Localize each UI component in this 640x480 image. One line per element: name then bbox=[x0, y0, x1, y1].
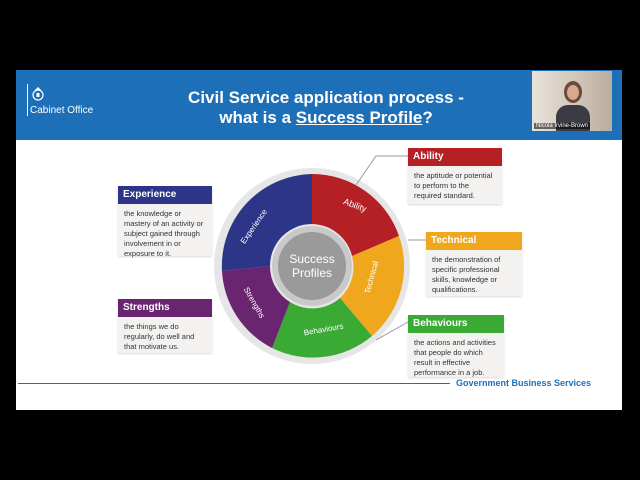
title-prefix: what is a bbox=[219, 108, 296, 127]
segment-technical bbox=[340, 236, 405, 336]
cabinet-office-logo: Cabinet Office bbox=[30, 86, 93, 116]
center-label-1: Success bbox=[289, 252, 334, 266]
strengths-card-text: the things we do regularly, do well and … bbox=[124, 322, 195, 351]
wheel-segments bbox=[221, 174, 405, 358]
title-link: Success Profile bbox=[295, 108, 423, 127]
logo-divider bbox=[27, 84, 28, 116]
experience-card-title: Experience bbox=[118, 186, 212, 204]
royal-crest-icon bbox=[32, 87, 44, 101]
segment-experience bbox=[221, 174, 312, 271]
participant-video-tile[interactable]: Nicola Irvine-Brown bbox=[532, 71, 612, 131]
org-name: Cabinet Office bbox=[30, 105, 94, 116]
experience-card: Experience the knowledge or mastery of a… bbox=[118, 186, 212, 258]
technical-card-text: the demonstration of specific profession… bbox=[432, 255, 501, 294]
technical-card: Technical the demonstration of specific … bbox=[426, 232, 522, 296]
title-line-2: what is a Success Profile? bbox=[156, 108, 496, 128]
footer-label: Government Business Services bbox=[456, 378, 592, 388]
strengths-card-title: Strengths bbox=[118, 299, 212, 317]
title-suffix: ? bbox=[422, 108, 433, 127]
footer-rule bbox=[18, 383, 450, 384]
ability-card: Ability the aptitude or potential to per… bbox=[408, 148, 502, 204]
behaviours-card-title: Behaviours bbox=[408, 315, 504, 333]
title-line-1: Civil Service application process - bbox=[188, 88, 464, 107]
segment-ability bbox=[312, 174, 399, 256]
strengths-card: Strengths the things we do regularly, do… bbox=[118, 299, 212, 353]
success-profiles-wheel: Success Profiles Ability Technical Behav… bbox=[214, 168, 410, 364]
slide-title: Civil Service application process - what… bbox=[156, 88, 496, 128]
technical-card-title: Technical bbox=[426, 232, 522, 250]
segment-behaviours bbox=[272, 298, 372, 358]
ability-card-title: Ability bbox=[408, 148, 502, 166]
presentation-slide: Cabinet Office Civil Service application… bbox=[16, 70, 622, 410]
center-label-2: Profiles bbox=[292, 266, 332, 280]
experience-card-text: the knowledge or mastery of an activity … bbox=[124, 209, 204, 258]
segment-strengths bbox=[222, 266, 290, 348]
behaviours-card-text: the actions and activities that people d… bbox=[414, 338, 496, 377]
ability-card-text: the aptitude or potential to perform to … bbox=[414, 171, 493, 200]
participant-name: Nicola Irvine-Brown bbox=[534, 123, 591, 129]
center-disc bbox=[278, 232, 346, 300]
slide-header: Cabinet Office Civil Service application… bbox=[16, 70, 622, 140]
participant-face bbox=[567, 85, 579, 100]
behaviours-card: Behaviours the actions and activities th… bbox=[408, 315, 504, 377]
